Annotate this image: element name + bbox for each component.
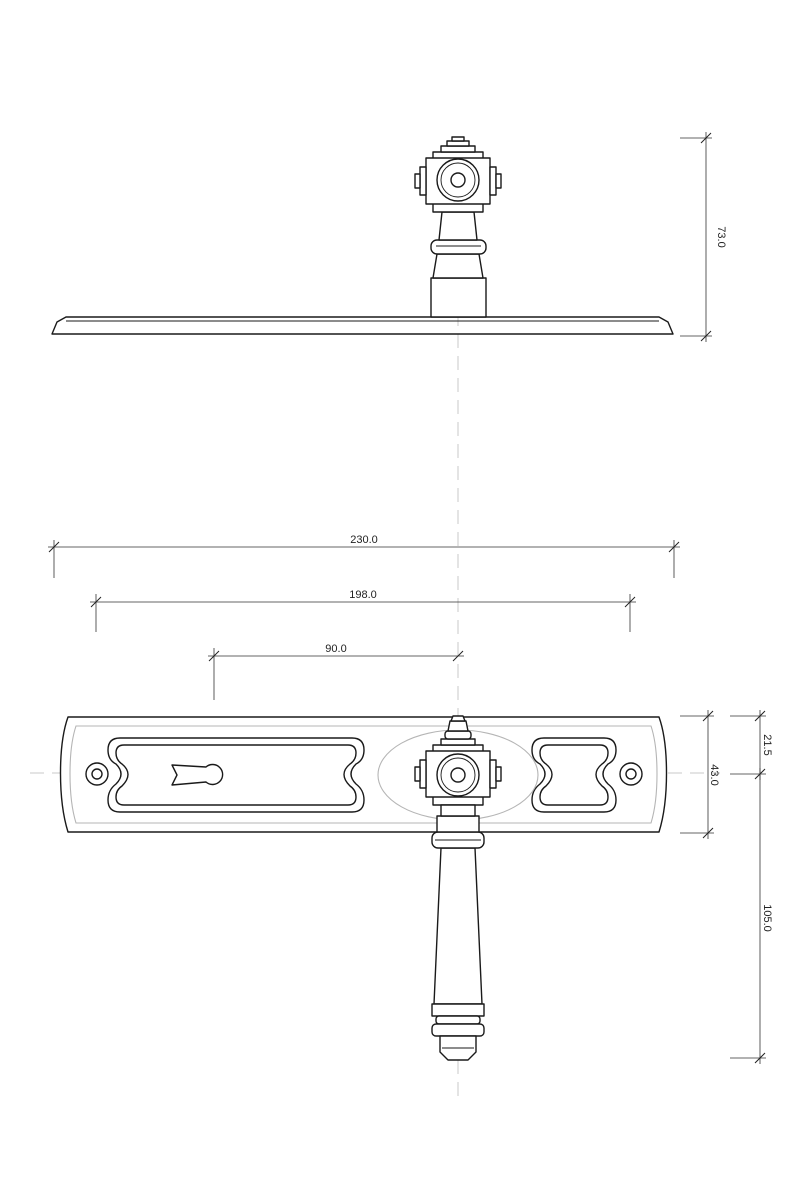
dim-label-198: 198.0 [349,589,377,601]
dim-plate-half-height: 21.5 [730,710,773,780]
dim-label-43: 43.0 [708,764,720,785]
dim-plate-height: 43.0 [680,710,720,839]
left-panel [107,737,365,813]
left-screw-hole [85,762,109,786]
top-view-neck [430,277,487,318]
keyhole [171,763,224,786]
dim-lever-length: 105.0 [730,768,773,1064]
back-plate-bevel [69,725,658,824]
dim-hole-spacing: 198.0 [90,589,636,632]
dim-top-height: 73.0 [680,132,727,342]
dim-label-230: 230.0 [350,534,378,546]
dim-label-73: 73.0 [715,226,727,247]
center-lines [30,290,720,1100]
top-view [51,136,674,335]
dim-label-90: 90.0 [325,643,346,655]
dim-label-105: 105.0 [761,904,773,932]
dim-backset: 90.0 [208,643,464,700]
dim-label-21-5: 21.5 [761,734,773,755]
right-screw-hole [619,762,643,786]
dimensions: 73.0 230.0 198.0 90.0 [48,132,773,1064]
front-rosette [414,715,502,817]
lever-handle [431,815,485,1061]
dim-overall-width: 230.0 [48,534,680,578]
top-view-base-plate [51,316,674,335]
top-view-rosette [414,136,502,213]
right-panel [531,737,617,813]
front-view [59,715,668,1061]
back-plate-outline [59,716,668,833]
